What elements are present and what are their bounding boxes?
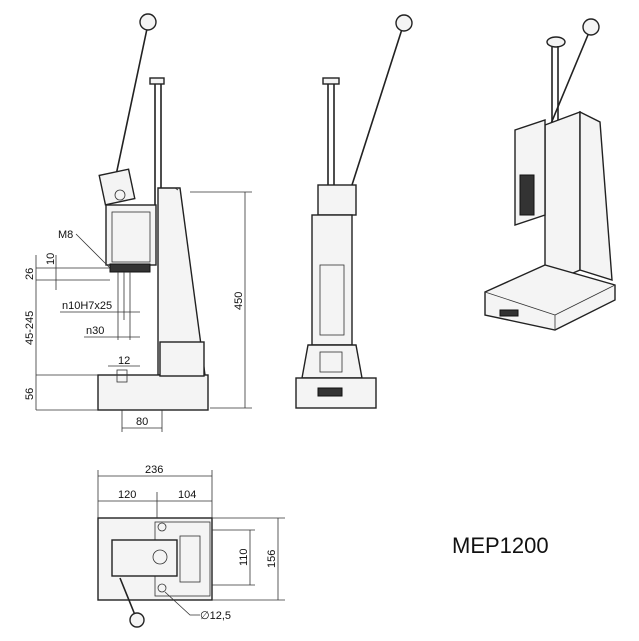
dim-120: 120 [118,489,136,501]
column-front [311,214,353,346]
label-n30: n30 [86,325,104,337]
label-hole-dia: ∅12,5 [200,610,231,622]
model-name: MEP1200 [452,533,549,558]
dim-10: 10 [45,253,57,265]
dim-80: 80 [136,416,148,428]
dim-45-245: 45-245 [24,311,36,345]
lever-ball-icon [395,14,413,32]
dim-110: 110 [238,548,250,566]
label-bore: n10H7x25 [62,300,112,312]
isometric-view [484,18,616,331]
dim-104: 104 [178,489,196,501]
ram-head [105,204,157,266]
lever-ball-icon [582,18,600,36]
dim-236: 236 [145,464,163,476]
side-view: 450 26 45-245 56 10 M8 n10H7x25 n30 12 8… [24,13,252,432]
lever-ball-icon [139,13,157,31]
dim-56: 56 [24,388,36,400]
label-m8: M8 [58,229,73,241]
top-knob [149,77,165,85]
front-view [295,14,413,409]
lever-pivot [98,168,136,206]
lever-arm [114,23,149,181]
dim-156: 156 [266,550,278,568]
base [97,374,209,411]
dim-26: 26 [24,268,36,280]
dim-12: 12 [118,355,130,367]
lever-arm [351,25,404,186]
top-view: 236 120 104 110 156 ∅12,5 [97,464,285,628]
column-iso [544,110,581,287]
dim-450: 450 [233,292,245,310]
